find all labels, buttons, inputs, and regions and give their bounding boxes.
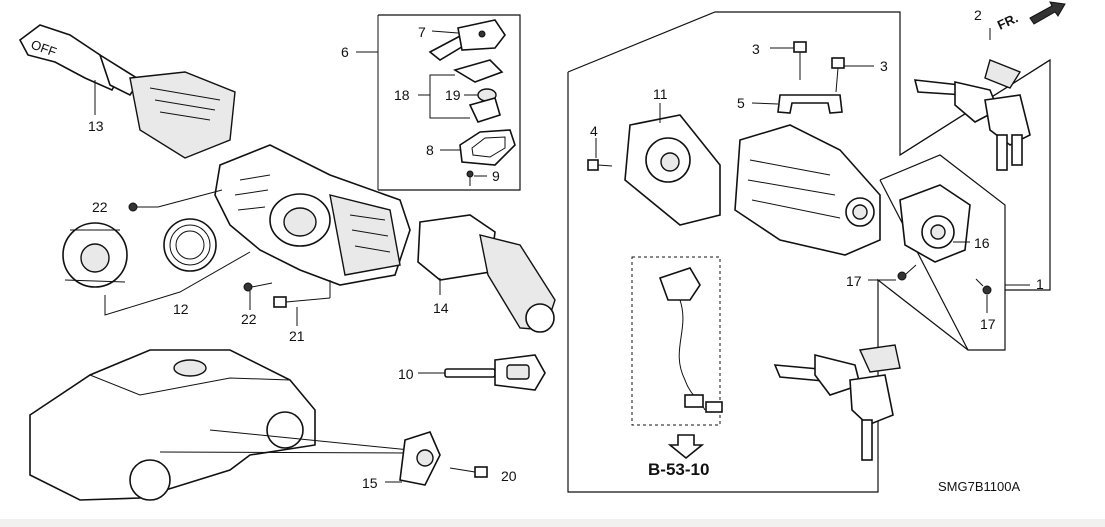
- callout-11: 11: [653, 86, 668, 102]
- screw-17-right: [975, 278, 992, 313]
- callout-21: 21: [289, 328, 305, 344]
- callout-12: 12: [173, 301, 189, 317]
- car-illustration: [29, 349, 411, 501]
- key-cover: [459, 129, 516, 166]
- callout-6: 6: [341, 44, 349, 60]
- ignition-switch-16: [899, 184, 971, 263]
- callout-3-left: 3: [752, 41, 760, 57]
- callout-1: 1: [1036, 276, 1044, 292]
- screw-17-left: [897, 264, 917, 281]
- callout-20: 20: [501, 468, 517, 484]
- callout-22-upper: 22: [92, 199, 108, 215]
- transmitter-case: [453, 59, 504, 123]
- combination-switch-stalk: OFF: [18, 24, 236, 159]
- screw-4: [587, 159, 613, 171]
- sensor-15: [399, 431, 441, 486]
- callout-8: 8: [426, 142, 434, 158]
- key-parts-bracket: [356, 14, 521, 191]
- callout-22-lower: 22: [241, 311, 257, 327]
- lock-cylinder: [624, 114, 721, 226]
- clamp-5: [777, 94, 843, 114]
- key-set-lower: [773, 344, 901, 461]
- bolt-21: [273, 280, 331, 326]
- cable-reel: [62, 222, 128, 288]
- callout-5: 5: [737, 95, 745, 111]
- callout-17-left: 17: [846, 273, 862, 289]
- callout-16: 16: [974, 235, 990, 251]
- bolt-20: [449, 466, 488, 478]
- key-blank: [428, 19, 506, 61]
- key-set-2: [913, 59, 1031, 171]
- screw-22-lower: [243, 282, 273, 310]
- callout-18: 18: [394, 87, 410, 103]
- spring-coil: [163, 218, 217, 272]
- callout-15: 15: [362, 475, 378, 491]
- callout-4: 4: [590, 123, 598, 139]
- callout-14: 14: [433, 300, 449, 316]
- wiper-switch: [417, 214, 556, 333]
- shear-bolt-3-right: [831, 57, 845, 93]
- bottom-strip: [0, 519, 1105, 527]
- steering-lock-body: [734, 124, 881, 256]
- screw-22-upper: [128, 189, 223, 212]
- callout-10: 10: [398, 366, 414, 382]
- figure-code: SMG7B1100A: [938, 479, 1020, 494]
- callout-3-right: 3: [880, 58, 888, 74]
- shear-bolt-3-left: [793, 41, 807, 80]
- callout-2: 2: [974, 7, 982, 23]
- front-direction-arrow: FR.: [995, 1, 1066, 33]
- callout-17-right: 17: [980, 316, 996, 332]
- key-10: [444, 354, 546, 391]
- callout-9: 9: [492, 168, 500, 184]
- ignition-assembly-outline: [567, 11, 1051, 493]
- callout-19: 19: [445, 87, 461, 103]
- screw-9: [466, 170, 474, 186]
- harness-wire: [658, 267, 723, 413]
- callout-7: 7: [418, 24, 426, 40]
- reference-arrow: [667, 434, 705, 460]
- front-label: FR.: [995, 10, 1020, 32]
- column-switch-housing: [214, 144, 411, 286]
- reference-b-53-10: B-53-10: [648, 460, 709, 479]
- callout-13: 13: [88, 118, 104, 134]
